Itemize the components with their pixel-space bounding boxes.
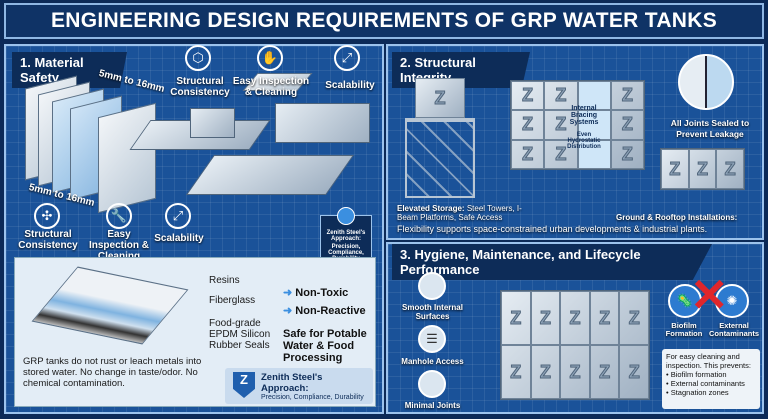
smooth-surface-icon bbox=[418, 272, 446, 300]
layer-resins: Resins bbox=[209, 275, 240, 286]
benefit-safe: Safe for Potable Water & Food Processing bbox=[283, 328, 375, 364]
feature-bottom-scalability: Scalability bbox=[154, 233, 204, 244]
prevention-intro: For easy cleaning and inspection. This p… bbox=[666, 352, 751, 370]
feature-top-structural: Structural Consistency bbox=[170, 76, 230, 98]
joint-icon bbox=[418, 370, 446, 398]
section-heading: 3. Hygiene, Maintenance, and Lifecycle P… bbox=[392, 244, 712, 280]
approach-callout: Z Zenith Steel's Approach: Precision, Co… bbox=[225, 368, 373, 404]
elevated-text: Steel Towers, I-Beam Platforms, Safe Acc… bbox=[397, 204, 522, 222]
benefit-non-reactive: ➜ Non-Reactive bbox=[283, 305, 366, 317]
benefit-text: Non-Toxic bbox=[295, 287, 349, 299]
feature-joints: Minimal Joints bbox=[404, 401, 461, 410]
bracing-label: Internal Bracing Systems bbox=[569, 105, 599, 126]
resize-icon: ⤢ bbox=[165, 203, 191, 229]
layer-illustration bbox=[31, 266, 189, 345]
expand-icon: ⤢ bbox=[334, 45, 360, 71]
joint-magnifier bbox=[678, 54, 734, 110]
prevention-box: For easy cleaning and inspection. This p… bbox=[662, 349, 760, 409]
z-shield-icon: Z bbox=[233, 372, 255, 398]
approach-title: Zenith Steel's Approach: bbox=[261, 372, 323, 394]
virus-icon: ✺ bbox=[715, 284, 749, 318]
shield-icon bbox=[337, 207, 355, 225]
material-layers-panel: Resins Fiberglass Food-grade EPDM Silico… bbox=[14, 257, 376, 407]
prevention-item-text: Biofilm formation bbox=[670, 370, 727, 379]
prevention-item: • External contaminants bbox=[666, 379, 745, 388]
biofilm-icon: 🦠 bbox=[668, 284, 702, 318]
prevention-item: • Stagnation zones bbox=[666, 388, 729, 397]
hydrostatic-label: Even Hydrostatic Distribution bbox=[567, 132, 601, 150]
approach-sub: Precision, Compliance, Durability bbox=[261, 394, 364, 401]
ground-rooftop-label: Ground & Rooftop Installations: bbox=[616, 213, 738, 222]
approach-badge-title: Zenith Steel's Approach: bbox=[326, 230, 366, 242]
elevated-bold: Elevated Storage: bbox=[397, 204, 465, 213]
prevention-item-text: External contaminants bbox=[670, 379, 745, 388]
cube-icon: ⬡ bbox=[185, 45, 211, 71]
feature-top-inspection: Easy Inspection & Cleaning bbox=[232, 76, 310, 98]
material-note: GRP tanks do not rust or leach metals in… bbox=[23, 356, 202, 389]
prevention-item: • Biofilm formation bbox=[666, 370, 727, 379]
elevated-storage-label: Elevated Storage: Steel Towers, I-Beam P… bbox=[397, 204, 527, 222]
layer-fiberglass: Fiberglass bbox=[209, 295, 256, 306]
flexibility-text: Flexibility supports space-constrained u… bbox=[397, 224, 708, 234]
threat-biofilm: Biofilm Formation bbox=[665, 321, 703, 338]
prohibited-x-icon: ✕ bbox=[690, 269, 729, 321]
page-title: ENGINEERING DESIGN REQUIREMENTS OF GRP W… bbox=[4, 3, 764, 39]
feature-top-scalability: Scalability bbox=[325, 80, 375, 91]
benefit-non-toxic: ➜ Non-Toxic bbox=[283, 287, 349, 299]
benefit-text: Safe for Potable Water & Food Processing bbox=[283, 328, 367, 364]
feature-bottom-structural: Structural Consistency bbox=[18, 229, 78, 251]
feature-manhole: Manhole Access bbox=[401, 357, 464, 366]
ladder-icon: ☰ bbox=[418, 325, 446, 353]
benefit-text: Non-Reactive bbox=[295, 305, 366, 317]
feature-smooth: Smooth Internal Surfaces bbox=[402, 303, 463, 321]
wrench-icon: 🔧 bbox=[106, 203, 132, 229]
prevention-item-text: Stagnation zones bbox=[670, 388, 729, 397]
network-icon: ✣ bbox=[34, 203, 60, 229]
threat-contaminants: External Contaminants bbox=[708, 321, 759, 338]
hand-wash-icon: ✋ bbox=[257, 45, 283, 71]
layer-seals: Food-grade EPDM Silicon Rubber Seals bbox=[209, 318, 271, 351]
joints-sealed-label: All Joints Sealed to Prevent Leakage bbox=[670, 118, 750, 139]
feature-bottom-inspection: Easy Inspection & Cleaning bbox=[88, 229, 149, 262]
bracing-text: Internal Bracing Systems Even Hydrostati… bbox=[562, 105, 606, 150]
